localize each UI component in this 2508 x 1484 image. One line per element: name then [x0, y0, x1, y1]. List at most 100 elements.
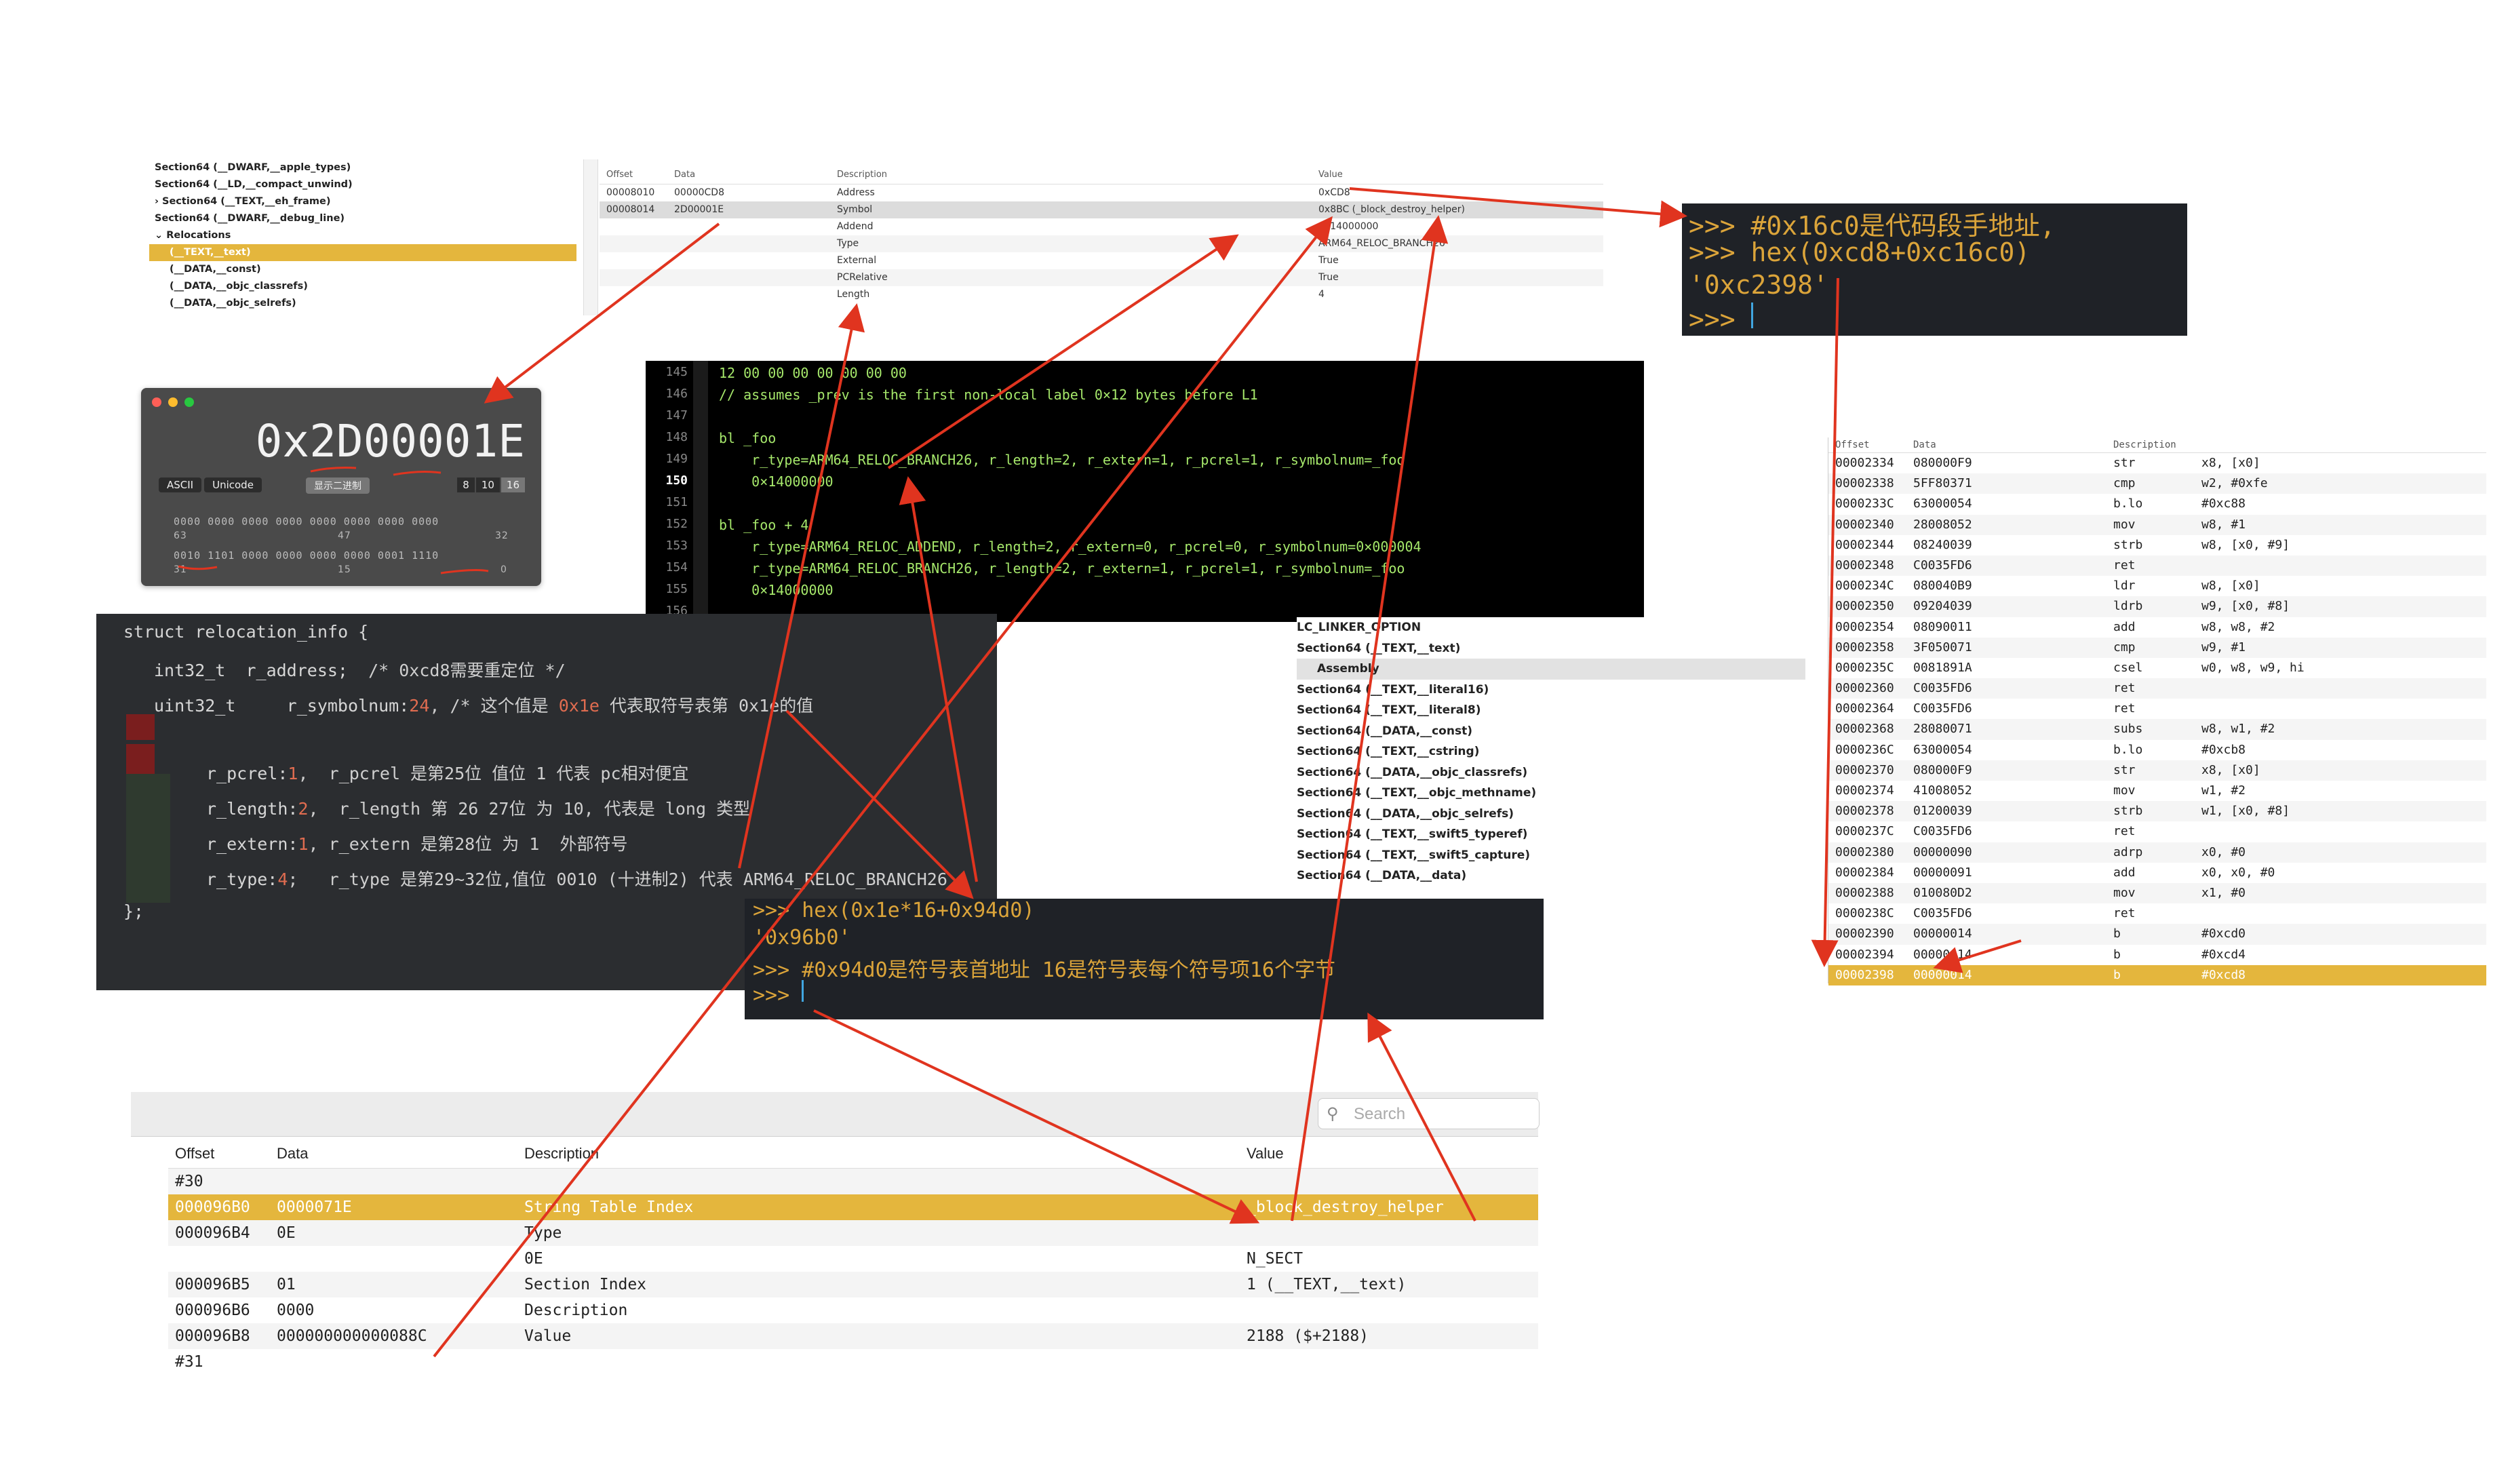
tree-item[interactable]: › Section64 (__TEXT,__eh_frame) [155, 196, 331, 207]
sidebar-item[interactable]: Section64 (__TEXT,__cstring) [1297, 745, 1480, 758]
col-description[interactable]: Description [524, 1145, 600, 1162]
sidebar-item[interactable]: Section64 (__TEXT,__literal16) [1297, 682, 1489, 697]
code-line[interactable]: int32_t r_address; /* 0xcd8需要重定位 */ [154, 657, 566, 682]
python-console-top[interactable]: >>> #0x16c0是代码段手地址, >>> hex(0xcd8+0xc16c… [1682, 203, 2187, 336]
tree-item[interactable]: Section64 (__LD,__compact_unwind) [155, 179, 353, 190]
code-line[interactable]: r_type:4; r_type 是第29~32位,值位 0010 (十进制2)… [206, 866, 947, 891]
col-data[interactable]: Data [277, 1145, 309, 1162]
code-line[interactable]: r_type=ARM64_RELOC_BRANCH26, r_length=2,… [719, 452, 1405, 468]
col-offset[interactable]: Offset [1835, 440, 1870, 450]
sidebar-item[interactable]: Section64 (__TEXT,__text) [1297, 641, 1461, 655]
base-8-button[interactable]: 8 [457, 477, 475, 492]
code-line[interactable]: }; [123, 901, 144, 921]
code-line[interactable]: 0×14000000 [719, 582, 834, 598]
sidebar-item[interactable]: Section64 (__TEXT,__objc_methname) [1297, 786, 1537, 800]
base-16-button[interactable]: 16 [501, 477, 525, 492]
tree-item[interactable]: Section64 (__DWARF,__debug_line) [155, 213, 345, 224]
code-line[interactable]: r_type=ARM64_RELOC_BRANCH26, r_length=2,… [719, 560, 1405, 577]
sidebar-item[interactable]: Section64 (__TEXT,__swift5_capture) [1297, 848, 1531, 862]
col-value[interactable]: Value [1247, 1145, 1284, 1162]
table-row[interactable]: #30 [168, 1169, 1538, 1194]
base-10-button[interactable]: 10 [475, 477, 500, 492]
zoom-button[interactable] [184, 397, 194, 407]
code-line[interactable]: r_length:2, r_length 第 26 27位 为 10, 代表是 … [206, 796, 750, 820]
col-data[interactable]: Data [1913, 440, 1936, 450]
code-line[interactable]: uint32_t r_symbolnum:24, /* 这个值是 0x1e 代表… [154, 692, 813, 717]
close-button[interactable] [152, 397, 161, 407]
console-prompt[interactable]: >>> [753, 980, 804, 1007]
show-binary-button[interactable]: 显示二进制 [306, 477, 370, 494]
split-divider[interactable] [583, 159, 598, 315]
sidebar-item[interactable]: Section64 (__TEXT,__literal8) [1297, 703, 1481, 717]
console-prompt[interactable]: >>> [1689, 302, 1753, 334]
col-value[interactable]: Value [1318, 170, 1343, 180]
search-field[interactable]: ⚲ Search [1318, 1098, 1540, 1129]
code-line[interactable]: struct relocation_info { [123, 622, 369, 642]
col-offset[interactable]: Offset [175, 1145, 215, 1162]
sidebar-item[interactable]: Section64 (__TEXT,__swift5_typeref) [1297, 827, 1528, 841]
bit-row-high[interactable]: 0000 0000 0000 0000 0000 0000 0000 0000 [174, 515, 439, 528]
code-line[interactable]: bl _foo [719, 430, 777, 446]
tree-item[interactable]: (__DATA,__const) [170, 264, 261, 275]
code-line[interactable]: r_extern:1, r_extern 是第28位 为 1 外部符号 [206, 831, 627, 855]
code-line[interactable]: r_pcrel:1, r_pcrel 是第25位 值位 1 代表 pc相对便宜 [206, 760, 689, 785]
tree-item[interactable]: (__DATA,__objc_classrefs) [170, 281, 308, 292]
bit-row-low[interactable]: 0010 1101 0000 0000 0000 0000 0001 1110 [174, 549, 439, 562]
col-description[interactable]: Description [837, 170, 888, 180]
code-line[interactable]: r_type=ARM64_RELOC_ADDEND, r_length=2, r… [719, 539, 1422, 555]
col-description[interactable]: Description [2113, 440, 2176, 450]
tree-item[interactable]: Section64 (__DWARF,__apple_types) [155, 162, 351, 173]
sidebar-item[interactable]: Section64 (__DATA,__data) [1297, 869, 1467, 882]
tree-item[interactable]: ⌄ Relocations [155, 230, 231, 241]
code-line[interactable]: // assumes _prev is the first non-local … [719, 387, 1258, 403]
sidebar-item[interactable]: Section64 (__DATA,__objc_classrefs) [1297, 765, 1528, 779]
minimize-button[interactable] [168, 397, 178, 407]
col-offset[interactable]: Offset [606, 170, 633, 180]
python-console-mid[interactable]: >>> hex(0x1e*16+0x94d0) '0x96b0' >>> #0x… [745, 899, 1544, 1019]
sidebar-item[interactable]: Assembly [1297, 659, 1805, 680]
tree-item[interactable]: (__TEXT,__text) [149, 244, 576, 261]
sidebar-item[interactable]: Section64 (__DATA,__const) [1297, 724, 1472, 738]
sidebar-item[interactable]: LC_LINKER_OPTION [1297, 621, 1422, 634]
ascii-button[interactable]: ASCII [159, 477, 202, 492]
code-line[interactable]: bl _foo + 4 [719, 517, 809, 533]
tree-item[interactable]: (__DATA,__objc_selrefs) [170, 298, 296, 309]
col-data[interactable]: Data [674, 170, 696, 180]
table-row[interactable]: #31 [168, 1349, 1538, 1375]
